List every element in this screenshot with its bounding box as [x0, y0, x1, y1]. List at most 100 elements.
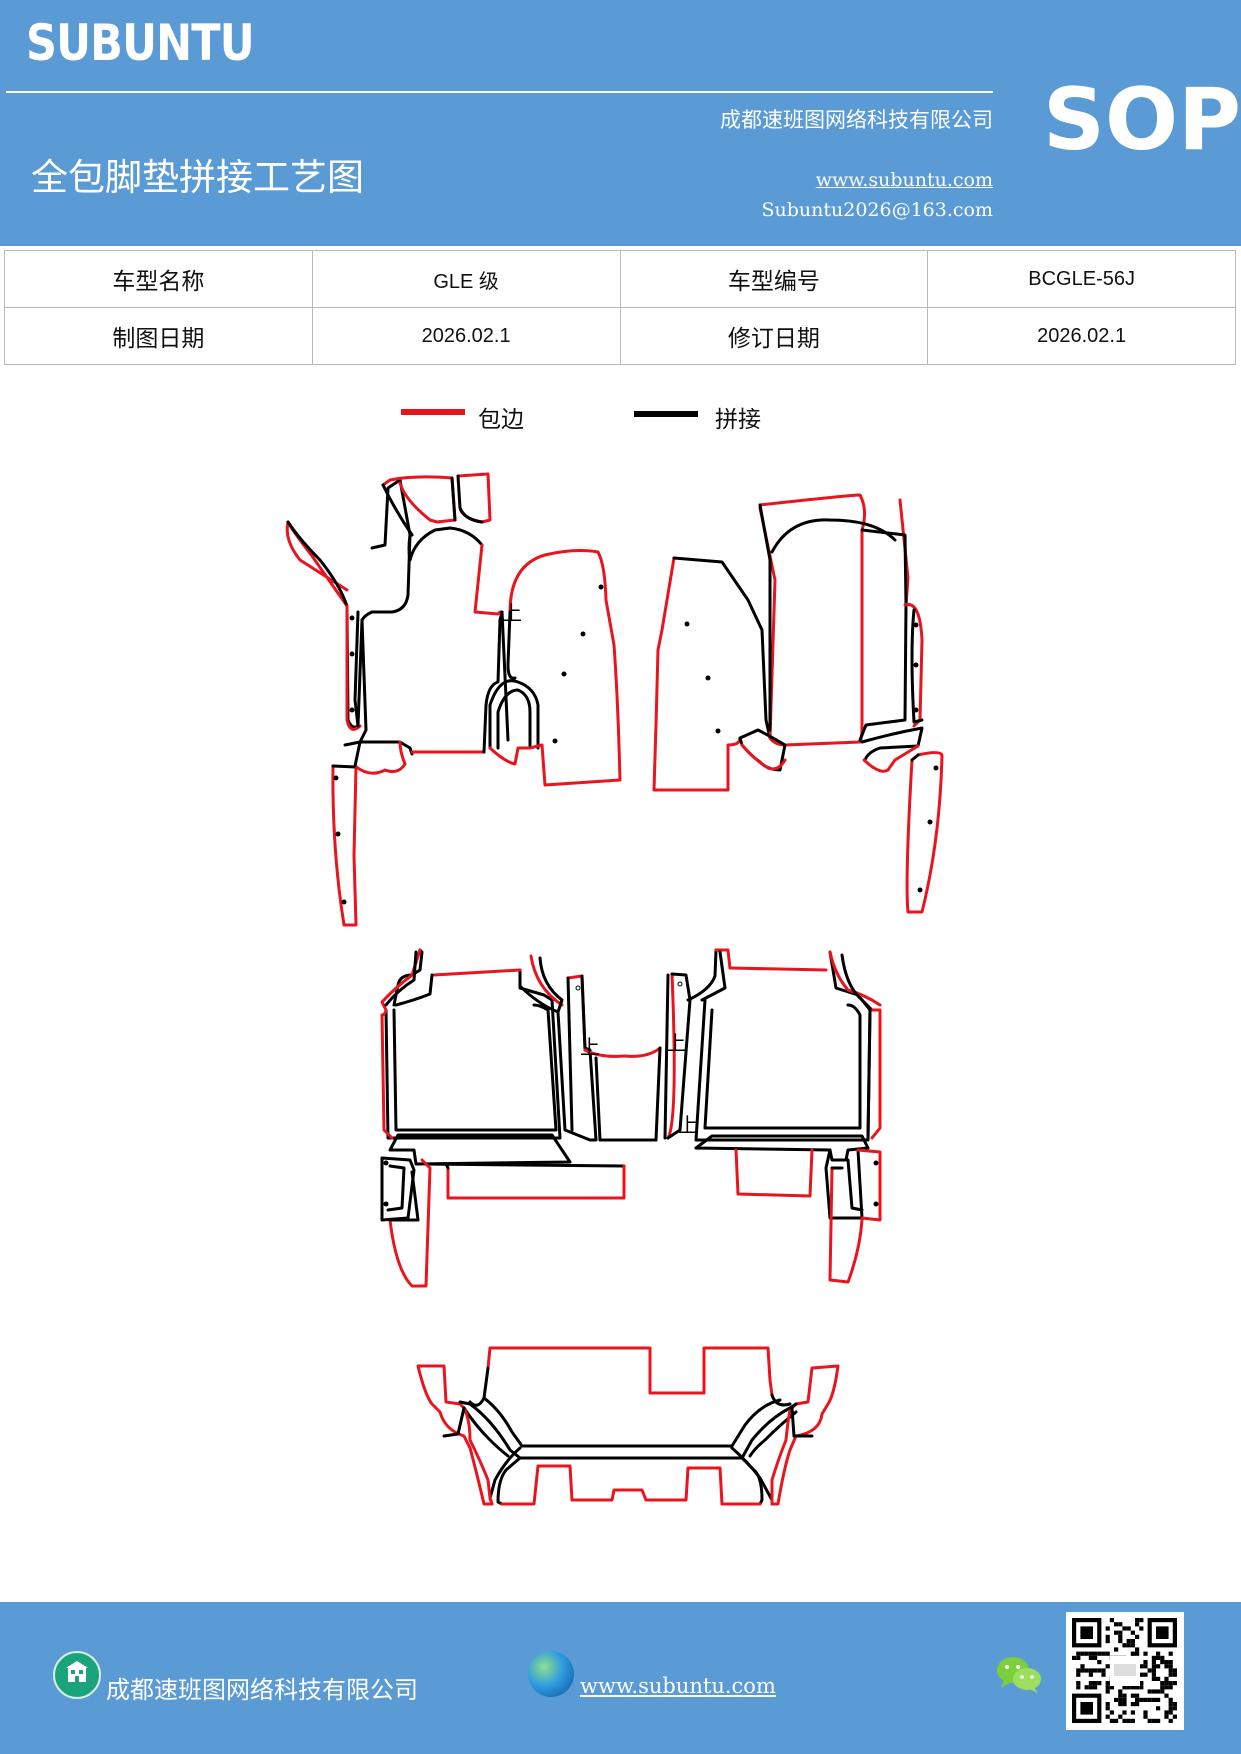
- mat-piece: [905, 751, 944, 914]
- mat-piece: [286, 520, 349, 608]
- mat-piece: [500, 1464, 762, 1506]
- mat-piece: [583, 1046, 662, 1058]
- mat-piece: [442, 1406, 466, 1438]
- mat-piece: [910, 608, 924, 724]
- dot: [917, 887, 923, 893]
- up-marker: 上: [666, 1031, 686, 1055]
- dot: [873, 1160, 879, 1166]
- legend-edge-swatch: [401, 409, 465, 415]
- mat-piece: [846, 1158, 864, 1212]
- mat-piece: [728, 966, 828, 972]
- mat-piece: [353, 740, 407, 775]
- mat-piece: [556, 974, 598, 1142]
- mat-piece: [458, 1400, 472, 1406]
- mat-piece: [860, 726, 924, 762]
- dot: [933, 765, 939, 771]
- header-email: Subuntu2026@163.com: [761, 199, 993, 221]
- mat-piece: [703, 1003, 862, 1130]
- mat-piece: [910, 753, 920, 762]
- mat-piece: [394, 973, 434, 1007]
- footer-company: 成都速班图网络科技有限公司: [106, 1676, 418, 1704]
- mat-piece: [870, 1008, 882, 1140]
- dot: [684, 621, 690, 627]
- mat-piece: [730, 1446, 774, 1506]
- mat-piece: [444, 1162, 450, 1170]
- dot: [913, 662, 919, 668]
- page-footer: 成都速班图网络科技有限公司 www.subuntu.com: [0, 1602, 1241, 1754]
- mat-piece: [866, 1008, 872, 1140]
- mat-piece: [858, 603, 908, 742]
- footer-website-link[interactable]: www.subuntu.com: [580, 1674, 776, 1698]
- mat-piece: [380, 1013, 394, 1140]
- revise-date-label: 修订日期: [619, 307, 929, 365]
- mat-piece: [828, 1166, 864, 1284]
- dot: [349, 615, 355, 621]
- dot: [575, 985, 581, 991]
- mat-piece: [770, 1393, 792, 1407]
- model-code-label: 车型编号: [619, 250, 929, 308]
- header-website-link[interactable]: www.subuntu.com: [815, 169, 993, 191]
- mat-piece: [790, 1406, 814, 1438]
- model-name-value: GLE 级: [311, 250, 621, 308]
- mat-piece: [450, 476, 457, 522]
- mat-piece: [446, 1164, 626, 1200]
- brand-logo: SUBUNTU: [26, 14, 255, 72]
- mat-piece: [508, 549, 622, 787]
- mat-piece: [758, 493, 867, 747]
- mat-piece: [903, 602, 924, 728]
- building-icon: [53, 1651, 101, 1699]
- page-header: SUBUNTU 成都速班图网络科技有限公司 全包脚垫拼接工艺图 www.subu…: [0, 0, 1241, 246]
- mat-piece: [788, 1402, 798, 1410]
- mat-piece: [748, 1410, 798, 1458]
- dot: [552, 738, 558, 744]
- wechat-icon[interactable]: [996, 1654, 1042, 1694]
- dot: [580, 631, 586, 637]
- mat-piece: [714, 948, 732, 970]
- mat-piece: [407, 526, 484, 562]
- mat-piece: [381, 483, 414, 537]
- mat-piece: [734, 1148, 814, 1198]
- mat-piece: [380, 948, 422, 1017]
- mat-piece: [380, 1156, 416, 1222]
- dot: [715, 728, 721, 734]
- mat-piece: [518, 956, 564, 1014]
- mat-piece: [331, 764, 358, 769]
- mat-piece: [345, 478, 412, 729]
- mat-piece: [700, 950, 727, 1002]
- up-marker: 上: [502, 601, 522, 625]
- legend-seam-swatch: [634, 411, 698, 417]
- up-marker: 上: [580, 1035, 600, 1059]
- mat-piece: [488, 679, 540, 750]
- globe-icon: [528, 1651, 574, 1697]
- mat-piece: [486, 1346, 774, 1397]
- revise-date-value: 2026.02.1: [927, 307, 1236, 365]
- mat-piece: [672, 556, 772, 740]
- mat-piece: [331, 764, 358, 927]
- mat-piece: [694, 950, 872, 1142]
- legend-edge-label: 包边: [478, 407, 524, 433]
- qr-code: [1066, 1612, 1184, 1730]
- mat-piece: [506, 610, 517, 680]
- mat-piece: [740, 743, 787, 771]
- mat-piece: [862, 744, 920, 773]
- draw-date-label: 制图日期: [4, 307, 313, 365]
- dot: [913, 707, 919, 713]
- mat-piece: [392, 1003, 558, 1132]
- header-company: 成都速班图网络科技有限公司: [720, 108, 993, 132]
- mat-piece: [422, 1162, 626, 1174]
- document-title: 全包脚垫拼接工艺图: [31, 156, 364, 199]
- mat-piece: [770, 518, 897, 554]
- mat-piece: [663, 973, 670, 1140]
- dot: [913, 622, 919, 628]
- dot: [335, 831, 341, 837]
- mat-piece: [666, 972, 676, 1140]
- draw-date-value: 2026.02.1: [311, 307, 621, 365]
- dot: [383, 1201, 389, 1207]
- mat-piece: [488, 1446, 522, 1506]
- dot: [873, 1201, 879, 1207]
- dot: [333, 775, 339, 781]
- mat-piece: [386, 1164, 406, 1212]
- mat-piece: [496, 1456, 522, 1506]
- dot: [349, 651, 355, 657]
